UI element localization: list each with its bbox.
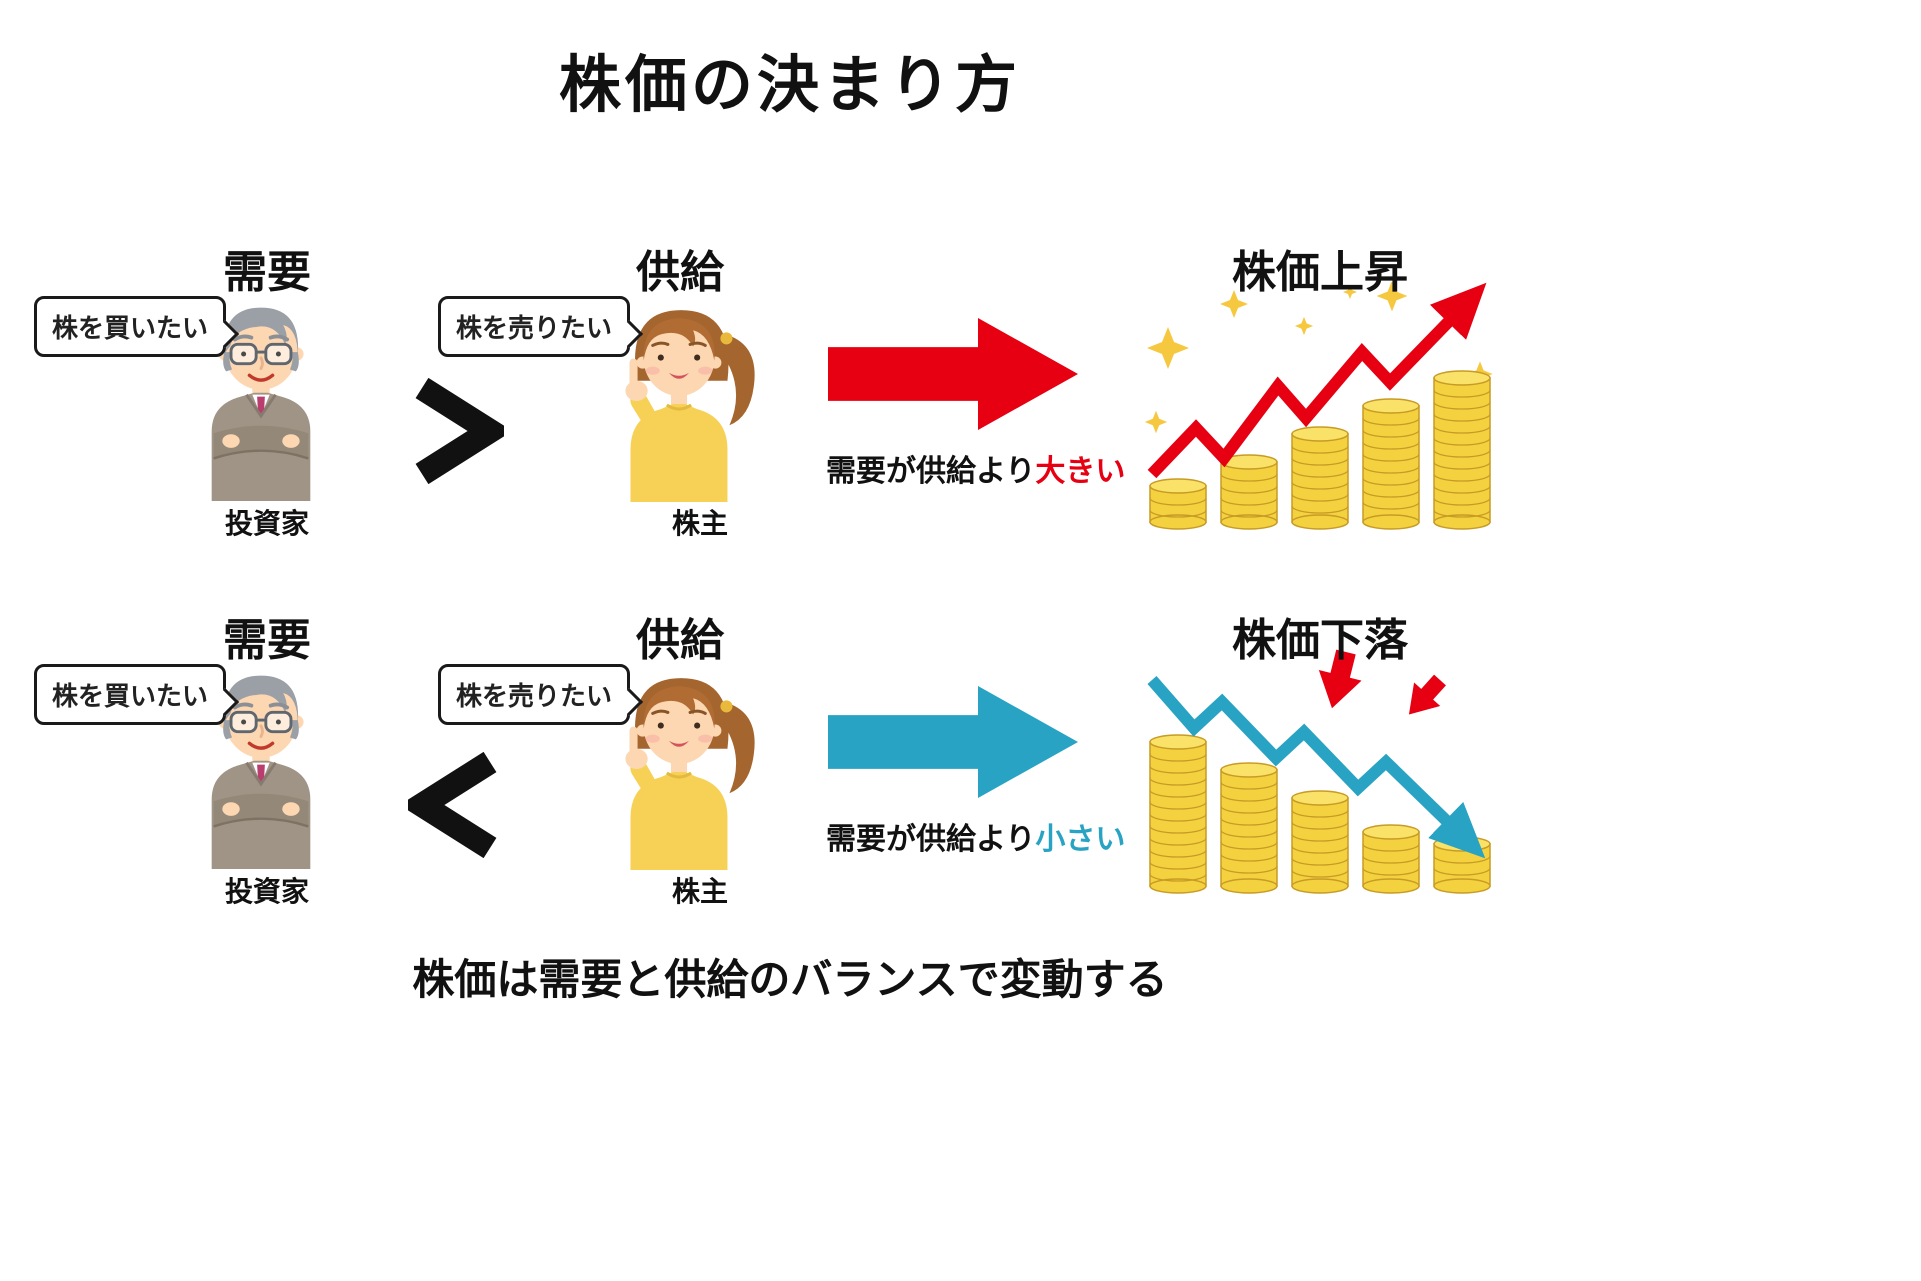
down-red-arrow-icon — [1318, 649, 1362, 709]
footer-caption: 株価は需要と供給のバランスで変動する — [412, 956, 1168, 1003]
investor-label-row1: 投資家 — [224, 508, 309, 539]
condition-prefix-row2: 需要が供給より — [826, 823, 1036, 856]
crossed-arms — [213, 425, 309, 459]
coin-stack — [1433, 836, 1491, 894]
coin-stack — [1149, 478, 1207, 530]
demand-speech-bubble-row2: 株を買いたい — [34, 664, 227, 725]
shareholder-illustration-row2 — [625, 678, 755, 870]
supply-header-row2: 供給 — [636, 616, 724, 665]
pointing-finger — [629, 358, 638, 387]
investor-illustration-row1 — [211, 307, 311, 501]
fall-flow-arrow-icon — [828, 686, 1078, 798]
hair-tie — [720, 332, 733, 345]
result-header-row2: 株価下落 — [1232, 616, 1408, 665]
coin-stack — [1291, 426, 1349, 530]
demand-header-row1: 需要 — [223, 248, 311, 297]
investor-label-row2: 投資家 — [224, 876, 309, 907]
supply-header-row1: 供給 — [636, 248, 724, 297]
falling-trend-arrow-icon — [1147, 676, 1486, 859]
bangs — [643, 318, 715, 361]
rising-trend-arrow-icon — [1147, 282, 1487, 479]
page-title: 株価の決まり方 — [558, 51, 1021, 120]
less-than-icon — [408, 752, 497, 858]
falling-chart-illustration — [1147, 649, 1491, 894]
investor-illustration-row2 — [211, 675, 311, 869]
result-header-row1: 株価上昇 — [1232, 248, 1408, 297]
shareholder-label-row1: 株主 — [671, 508, 728, 539]
greater-than-icon — [415, 378, 504, 484]
demand-header-row2: 需要 — [223, 616, 311, 665]
shareholder-label-row2: 株主 — [671, 876, 728, 907]
sparkle-icon — [1147, 327, 1189, 369]
coin-stack — [1220, 454, 1278, 530]
supply-speech-bubble-row1: 株を売りたい — [438, 296, 631, 357]
coin-stack — [1362, 398, 1420, 530]
rising-chart-illustration — [1144, 282, 1493, 530]
coin-stack — [1149, 734, 1207, 894]
coin-stack — [1433, 370, 1491, 530]
gray-hair — [223, 307, 299, 356]
tie — [257, 396, 265, 414]
coin-stack — [1291, 790, 1349, 894]
condition-text-row1: 需要が供給より大きい — [826, 446, 1125, 490]
supply-speech-bubble-row2: 株を売りたい — [438, 664, 631, 725]
condition-highlight-row1: 大きい — [1035, 455, 1126, 488]
condition-prefix-row1: 需要が供給より — [826, 455, 1036, 488]
demand-speech-bubble-row1: 株を買いたい — [34, 296, 227, 357]
ponytail — [724, 334, 755, 426]
condition-highlight-row2: 小さい — [1035, 823, 1126, 856]
shareholder-illustration-row1 — [625, 310, 755, 502]
rise-flow-arrow-icon — [828, 318, 1078, 430]
coin-stack — [1362, 824, 1420, 894]
condition-text-row2: 需要が供給より小さい — [826, 814, 1125, 858]
down-red-arrow-icon — [1408, 674, 1446, 715]
coin-stack — [1220, 762, 1278, 894]
